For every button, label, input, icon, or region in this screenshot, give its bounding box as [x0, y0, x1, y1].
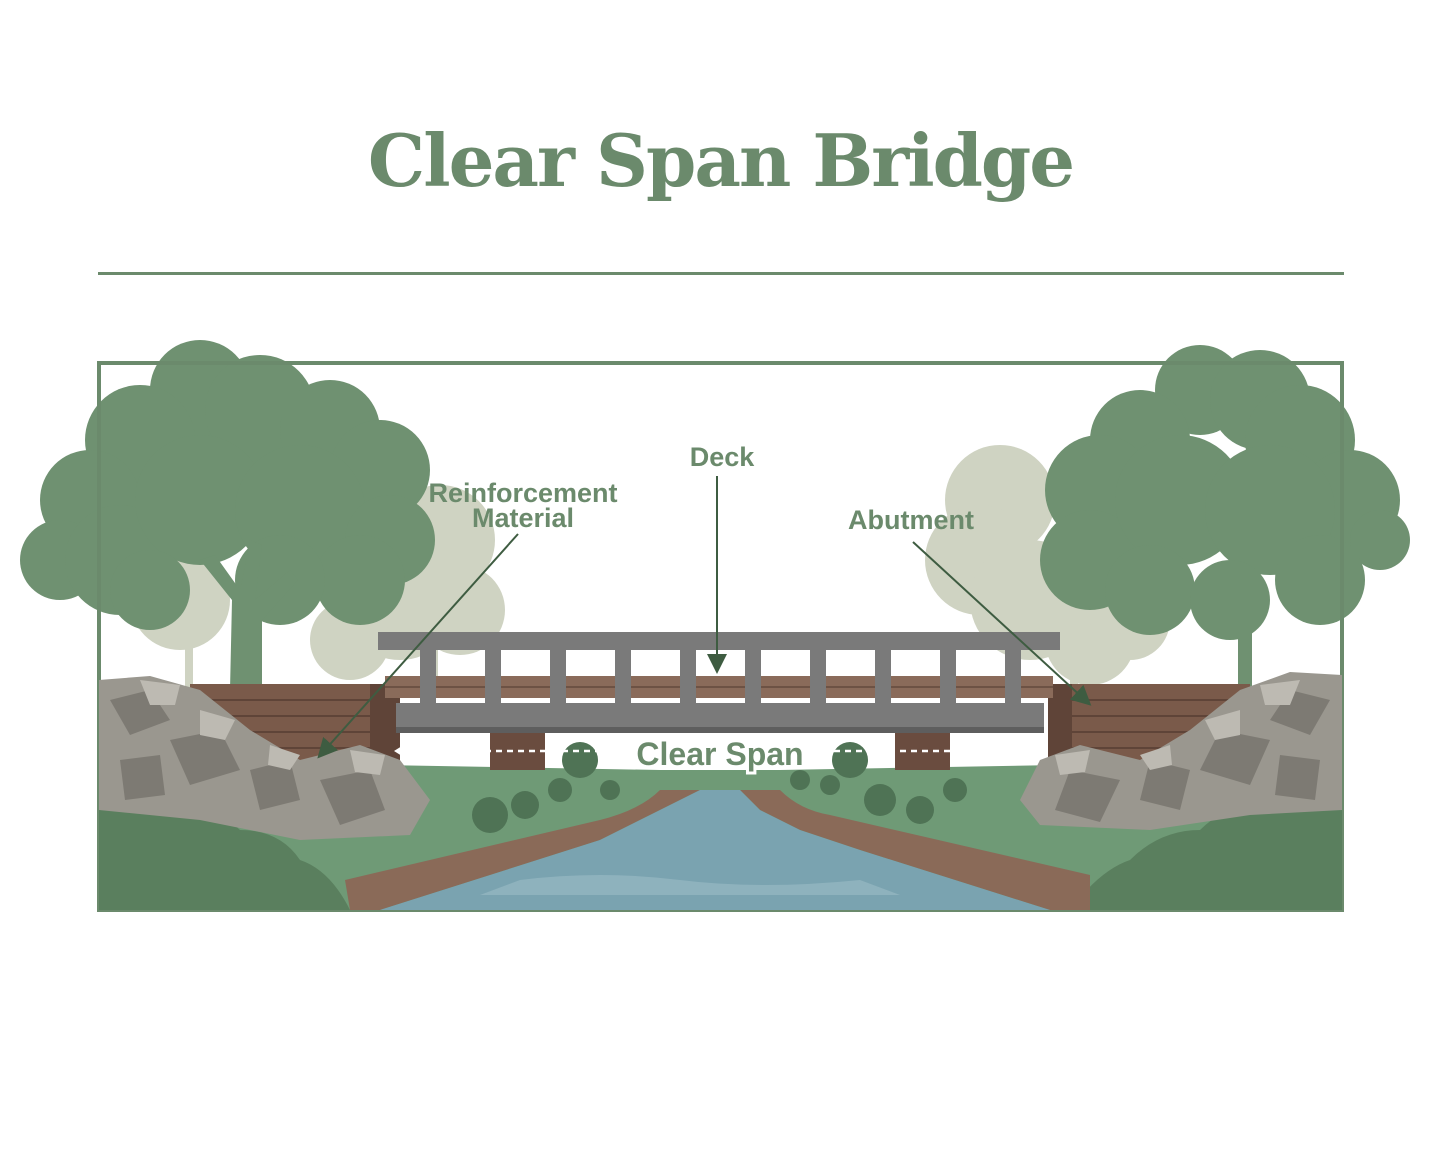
reinforcement-callout-line [317, 533, 519, 759]
span-arrow-left-icon [394, 741, 410, 761]
bridge [378, 632, 1060, 733]
riverside-shrubs [472, 742, 967, 833]
label-reinforcement-line2: Material [472, 503, 574, 533]
label-reinforcement-line1: Reinforcement [428, 478, 617, 508]
label-clear-span: Clear Span [636, 736, 803, 772]
abutment-callout-line [912, 541, 1092, 706]
foreground-bushes-right [1070, 796, 1342, 910]
span-arrow-right-icon [1030, 741, 1046, 761]
label-abutment: Abutment [848, 505, 974, 535]
right-tree [1040, 345, 1410, 690]
foreground-bushes-left [99, 796, 350, 910]
left-rock-pile [99, 676, 430, 840]
bridge-posts [420, 650, 1021, 705]
title-divider [98, 272, 1344, 275]
label-deck: Deck [690, 442, 756, 472]
diagram-title: Clear Span Bridge [367, 118, 1075, 203]
bridge-girder [396, 703, 1044, 731]
clear-span-dimension [394, 741, 1046, 761]
right-riverbank [740, 790, 1090, 910]
left-riverbank [345, 790, 700, 910]
bridge-handrail [378, 632, 1060, 650]
right-rock-pile [1020, 672, 1342, 830]
